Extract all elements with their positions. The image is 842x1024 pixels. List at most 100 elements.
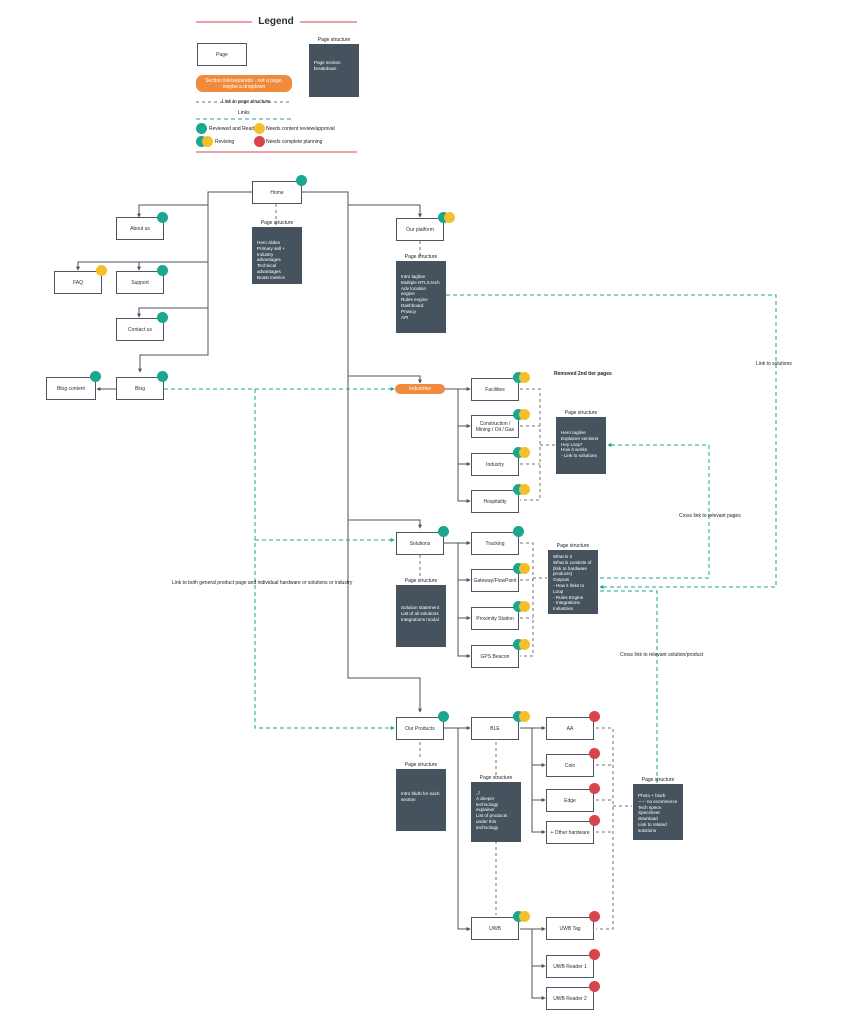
note-link-general-product: Link to both general product page and in…	[172, 580, 353, 586]
status-dot-uwb-green	[513, 911, 524, 922]
status-dot-hospitality-yellow	[519, 484, 530, 495]
status-dot-products	[438, 711, 449, 722]
status-dot-industry-yellow	[519, 447, 530, 458]
page-uwb-reader-2[interactable]: UWB Reader 2	[546, 987, 594, 1010]
ps-label-platform: Page structure	[404, 254, 438, 260]
status-dot-solutions	[438, 526, 449, 537]
page-ble[interactable]: BLE	[471, 717, 519, 740]
page-uwb[interactable]: UWB	[471, 917, 519, 940]
legend-title: Legend	[258, 16, 294, 27]
page-industry[interactable]: Industry	[471, 453, 519, 476]
legend-ps-label: Page structure	[317, 37, 351, 43]
status-dot-home	[296, 175, 307, 186]
ps-label-solution-detail: Page structure	[556, 543, 590, 549]
page-uwb-tag[interactable]: UWB Tag	[546, 917, 594, 940]
page-blog-content[interactable]: Blog content	[46, 377, 96, 400]
page-products[interactable]: Our Products	[396, 717, 444, 740]
legend-link-ps: Link to page structure	[222, 99, 271, 105]
page-tracking[interactable]: Tracking	[471, 532, 519, 555]
status-dot-uwb-reader-2	[589, 981, 600, 992]
legend-needs-review-label: Needs content review/approval	[266, 126, 335, 132]
status-dot-tracking	[513, 526, 524, 537]
status-dot-proximity-green	[513, 601, 524, 612]
status-dot-contact	[157, 312, 168, 323]
status-dot-gateway-yellow	[519, 563, 530, 574]
page-gateway[interactable]: Gateway/FlowPoint	[471, 569, 519, 592]
legend-needs-planning-label: Needs complete planning	[266, 139, 323, 145]
page-solutions[interactable]: Solutions	[396, 532, 444, 555]
page-facilities[interactable]: Facilities	[471, 378, 519, 401]
status-dot-faq	[96, 265, 107, 276]
status-dot-uwb-tag	[589, 911, 600, 922]
status-dot-hospitality-green	[513, 484, 524, 495]
page-home[interactable]: Home	[252, 181, 302, 204]
status-dot-uwb-yellow	[519, 911, 530, 922]
page-contact[interactable]: Contact us	[116, 318, 164, 341]
page-aa[interactable]: AA	[546, 717, 594, 740]
ps-industries: Hero tagline Explainer sections Hey Loop…	[556, 417, 606, 474]
legend-reviewed-dot	[196, 123, 207, 134]
ps-label-product-detail: Page structure	[641, 777, 675, 783]
page-faq[interactable]: FAQ	[54, 271, 102, 294]
page-other-hardware[interactable]: + Other hardware	[546, 821, 594, 844]
note-removed-2nd-tier: Removed 2nd tier pages	[554, 371, 612, 377]
status-dot-gps-green	[513, 639, 524, 650]
page-uwb-reader-1[interactable]: UWB Reader 1	[546, 955, 594, 978]
status-dot-blog	[157, 371, 168, 382]
status-dot-industry-green	[513, 447, 524, 458]
ps-label-home: Page structure	[260, 220, 294, 226]
legend-needs-review-dot	[254, 123, 265, 134]
status-dot-support	[157, 265, 168, 276]
status-dot-other-hardware	[589, 815, 600, 826]
ps-solutions: Solution statement List of all solutions…	[396, 585, 446, 647]
status-dot-construction-yellow	[519, 409, 530, 420]
status-dot-uwb-reader-1	[589, 949, 600, 960]
legend-needs-planning-dot	[254, 136, 265, 147]
page-construction[interactable]: Construction / Mining / Oil / Gas	[471, 415, 519, 438]
note-cross-link-solution-product: Cross link to relevant solution/product	[620, 652, 704, 658]
status-dot-platform-yellow	[444, 212, 455, 223]
page-coin[interactable]: Coin	[546, 754, 594, 777]
status-dot-facilities-yellow	[519, 372, 530, 383]
legend-reviewed-label: Reviewed and Ready	[209, 126, 257, 132]
ps-ble: _t A deeper technology explainer List of…	[471, 782, 521, 842]
ps-label-products: Page structure	[404, 762, 438, 768]
legend-revising-dot-green	[196, 136, 207, 147]
page-proximity[interactable]: Proximity Station	[471, 607, 519, 630]
status-dot-coin	[589, 748, 600, 759]
legend-links: Links	[238, 110, 250, 116]
legend-revising-label: Revising	[215, 139, 235, 145]
legend-section-link: Section link/separator - not a page, may…	[196, 75, 292, 92]
page-platform[interactable]: Our platform	[396, 218, 444, 241]
page-edge[interactable]: Edge	[546, 789, 594, 812]
ps-label-ble: Page structure	[479, 775, 513, 781]
page-gps[interactable]: GPS Beacon	[471, 645, 519, 668]
ps-platform: Intro tagline Multiple RTLS tech Adv loc…	[396, 261, 446, 333]
status-dot-about	[157, 212, 168, 223]
status-dot-gps-yellow	[519, 639, 530, 650]
status-dot-aa	[589, 711, 600, 722]
page-hospitality[interactable]: Hospitality	[471, 490, 519, 513]
status-dot-platform-green	[438, 212, 449, 223]
status-dot-proximity-yellow	[519, 601, 530, 612]
ps-products: Intro blurb for each section	[396, 769, 446, 831]
page-support[interactable]: Support	[116, 271, 164, 294]
section-industries[interactable]: Industries	[395, 384, 445, 394]
note-link-to-solutions: Link to solutions	[756, 361, 792, 367]
status-dot-blog-content	[90, 371, 101, 382]
page-blog[interactable]: Blog	[116, 377, 164, 400]
status-dot-facilities-green	[513, 372, 524, 383]
status-dot-ble-yellow	[519, 711, 530, 722]
ps-solution-detail: What is it What is consists of (link to …	[548, 550, 598, 614]
ps-label-industries: Page structure	[564, 410, 598, 416]
legend-page-box: Page	[197, 43, 247, 66]
page-about[interactable]: About us	[116, 217, 164, 240]
ps-product-detail: Photo + blurb ----- no ecommerce Tech sp…	[633, 784, 683, 840]
status-dot-ble-green	[513, 711, 524, 722]
legend-revising-dot-yellow	[202, 136, 213, 147]
status-dot-construction-green	[513, 409, 524, 420]
status-dot-gateway-green	[513, 563, 524, 574]
legend-ps-box: Page section breakdown	[309, 44, 359, 97]
